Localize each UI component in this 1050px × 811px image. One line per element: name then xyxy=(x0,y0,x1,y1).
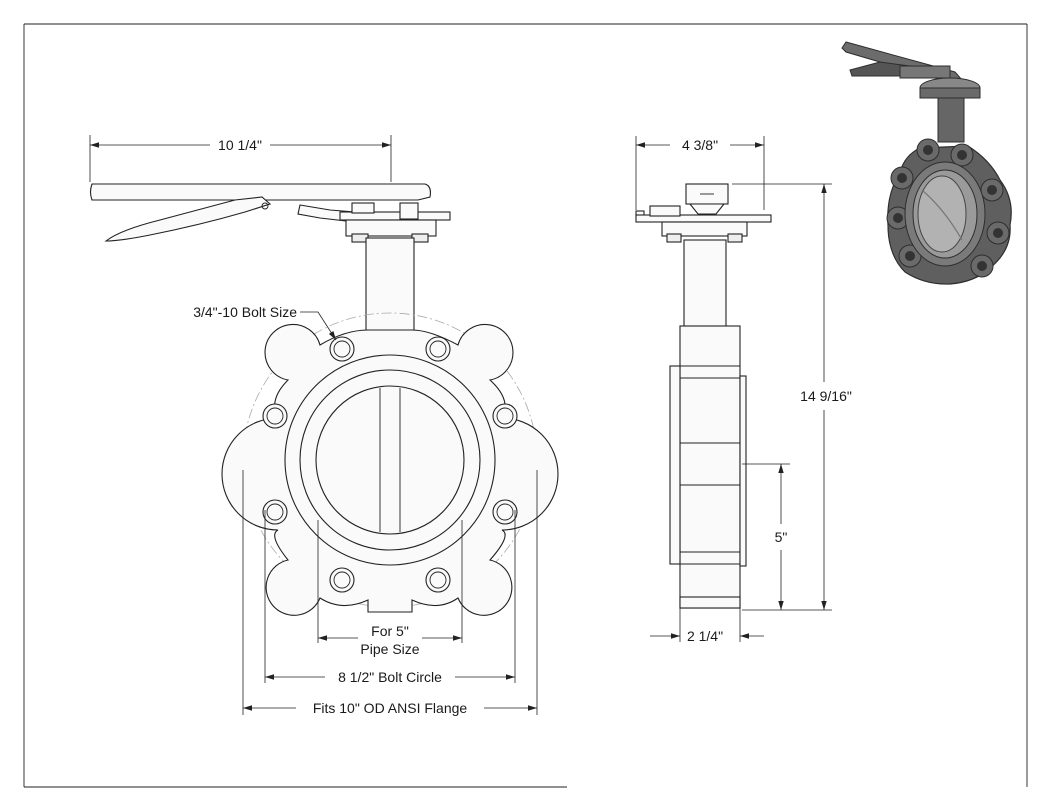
front-view xyxy=(89,183,559,616)
dim-flange-fit: Fits 10" OD ANSI Flange xyxy=(313,700,468,716)
side-view xyxy=(635,183,772,609)
side-body xyxy=(679,325,741,609)
isometric-view xyxy=(841,41,1012,285)
valve-disc xyxy=(315,385,465,535)
dim-pipe-size-1: For 5" xyxy=(371,623,409,639)
dim-bolt-circle: 8 1/2" Bolt Circle xyxy=(338,669,442,685)
front-handle xyxy=(89,183,451,243)
dim-pipe-size-2: Pipe Size xyxy=(360,641,419,657)
side-dimensions: 4 3/8" 14 9/16" 5" 2 1/4" xyxy=(635,136,852,644)
drawing-border xyxy=(23,23,1028,788)
front-dimensions: 10 1/4" 3/4"-10 Bolt Size For 5" Pipe Si… xyxy=(89,135,538,716)
dim-top-plate-width: 4 3/8" xyxy=(682,137,718,153)
bolt-holes xyxy=(262,336,518,593)
dim-overall-height: 14 9/16" xyxy=(800,388,852,404)
dim-center-height: 5" xyxy=(775,529,788,545)
dim-handle-width: 10 1/4" xyxy=(218,137,262,153)
label-bolt-size: 3/4"-10 Bolt Size xyxy=(193,304,297,320)
dim-body-width: 2 1/4" xyxy=(687,628,723,644)
